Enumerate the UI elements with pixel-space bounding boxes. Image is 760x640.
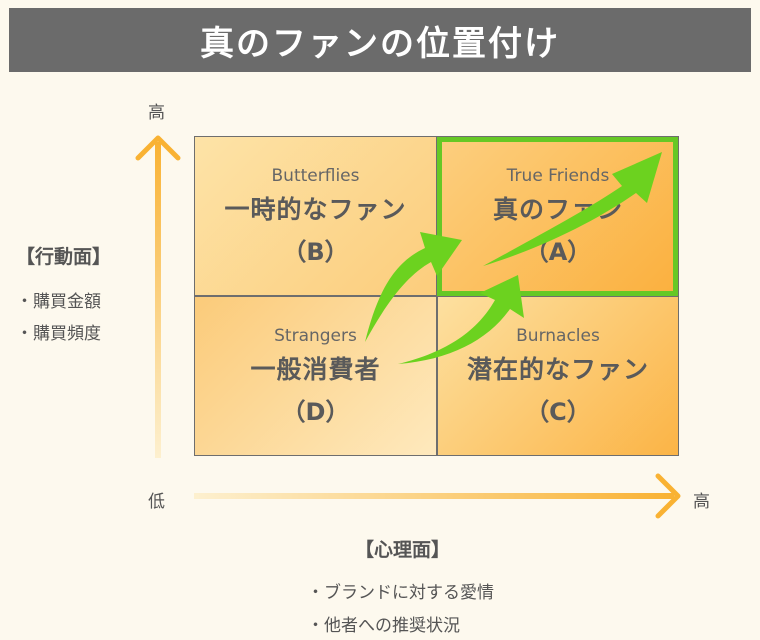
curved-arrow-icon	[365, 232, 462, 342]
x-axis-low-label: 低	[148, 492, 165, 512]
curved-arrow-icon	[483, 152, 662, 266]
behavior-item: ・購買頻度	[16, 324, 101, 344]
quadrant-code: （B）	[282, 237, 349, 266]
quadrant-code: （D）	[281, 397, 350, 426]
arrow-right-icon	[194, 473, 681, 519]
quadrant-english-name: True Friends	[506, 165, 610, 186]
quadrant-english-name: Strangers	[274, 325, 357, 346]
psychology-item: ・ブランドに対する愛情	[307, 583, 494, 603]
behavior-title: 【行動面】	[16, 246, 112, 268]
quadrant-japanese-name: 潜在的なファン	[466, 354, 649, 384]
quadrant-english-name: Burnacles	[516, 325, 600, 346]
quadrant-english-name: Butterflies	[271, 165, 360, 186]
quadrant-japanese-name: 一時的なファン	[224, 194, 407, 224]
quadrant-butterflies: Butterflies 一時的なファン （B）	[194, 136, 437, 296]
quadrant-strangers: Strangers 一般消費者 （D）	[194, 296, 437, 456]
arrow-up-icon	[135, 135, 181, 458]
quadrant-burnacles: Burnacles 潜在的なファン （C）	[437, 296, 679, 456]
true-fan-highlight-frame	[437, 137, 678, 296]
quadrant-code: （C）	[525, 397, 591, 426]
behavior-item: ・購買金額	[16, 292, 101, 312]
curved-arrow-icon	[398, 275, 524, 364]
psychology-title: 【心理面】	[355, 539, 451, 561]
page-title: 真のファンの位置付け	[9, 8, 751, 72]
x-axis-high-label: 高	[693, 492, 710, 512]
y-axis-high-label: 高	[148, 103, 165, 123]
psychology-item: ・他者への推奨状況	[307, 616, 460, 636]
quadrant-japanese-name: 一般消費者	[250, 354, 381, 384]
